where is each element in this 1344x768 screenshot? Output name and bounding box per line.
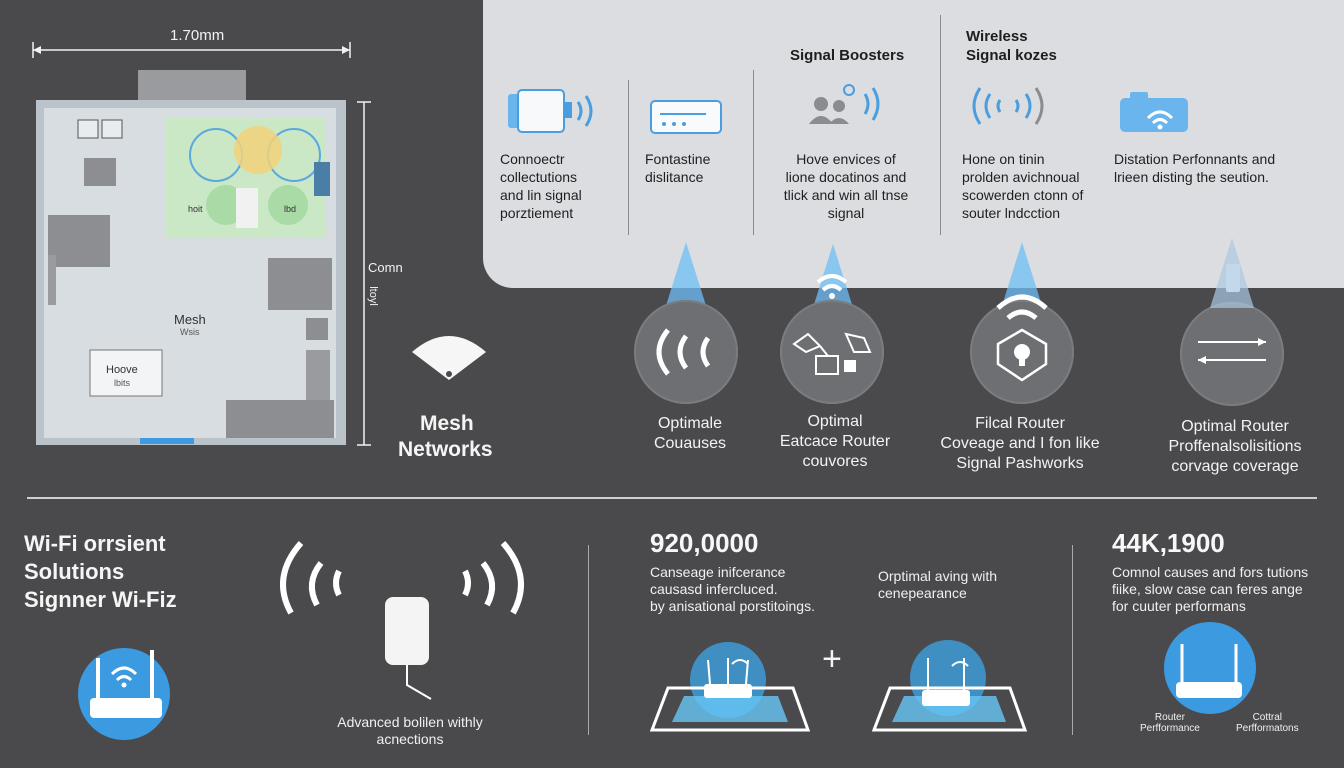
signal-boosters-heading: Signal Boosters xyxy=(790,47,905,64)
height-label: Comn xyxy=(368,260,403,275)
floorplan-mesh-label: Mesh xyxy=(174,312,206,327)
signal-beam xyxy=(1210,238,1254,308)
mesh-title-line2: Networks xyxy=(398,438,493,461)
column-divider xyxy=(753,70,754,235)
router-label-left: Router Perfformance xyxy=(1140,712,1200,734)
wireless-heading-line1: Wireless xyxy=(966,28,1028,45)
stat-2-text: Comnol causes and fors tutions fiike, sl… xyxy=(1112,564,1309,614)
height-sublabel: ltoyl xyxy=(366,286,379,306)
range-arrows-icon xyxy=(1198,264,1266,364)
wireless-heading-line2: Signal kozes xyxy=(966,47,1057,64)
router-label-right: Cottral Perfformatons xyxy=(1236,712,1299,734)
section-divider xyxy=(27,497,1317,499)
room-right-label: lbd xyxy=(284,204,297,214)
column-1-text: Connoectr collectutions and lin signal p… xyxy=(500,151,582,221)
plus-sign: + xyxy=(822,640,842,678)
column-divider xyxy=(1072,545,1073,735)
column-2-text: Fontastine dislitance xyxy=(645,151,711,185)
mesh-title-line1: Mesh xyxy=(420,412,474,435)
circle-3-caption: Filcal Router Coveage and I fon like Sig… xyxy=(940,415,1100,472)
stat-1-number: 920,0000 xyxy=(650,528,759,558)
room-left-label: hoit xyxy=(188,204,203,214)
bottom-left-title: Wi-Fi orrsient Solutions Signner Wi-Fiz xyxy=(24,531,177,612)
column-divider xyxy=(628,80,629,235)
adapter-caption: Advanced bolilen withly acnections xyxy=(337,714,483,747)
circle-2-caption: Optimal Eatcace Router couvores xyxy=(779,413,891,470)
coverage-circle-3 xyxy=(970,294,1074,404)
column-5-text: Distation Perfonnants and lrieen disting… xyxy=(1114,151,1276,185)
coverage-circle-4 xyxy=(1180,264,1284,406)
coverage-circle-1 xyxy=(634,300,738,404)
column-divider xyxy=(588,545,589,735)
circle-1-caption: Optimale Couauses xyxy=(653,415,727,452)
stat-1-text: Canseage inifcerance causasd infercluced… xyxy=(650,564,815,614)
floorplan-box-line2: lbits xyxy=(114,378,131,388)
router-shield-icon xyxy=(996,294,1048,382)
circle-4-caption: Optimal Router Proffenalsolisitions corv… xyxy=(1168,418,1302,475)
stat-mid-text: Orptimal aving with cenepearance xyxy=(878,568,998,601)
coverage-circle-2 xyxy=(780,274,884,404)
floorplan-mesh-sub: Wsis xyxy=(180,327,200,337)
width-label: 1.70mm xyxy=(170,27,225,44)
top-info-panel xyxy=(483,0,1344,288)
stat-2-number: 44K,1900 xyxy=(1112,528,1225,558)
floorplan-box-line1: Hoove xyxy=(106,364,138,376)
column-3-text: Hove envices of lione docatinos and tlic… xyxy=(783,151,909,221)
network-devices-icon xyxy=(792,274,872,375)
column-4-text: Hone on tinin prolden avichnoual scowerd… xyxy=(962,151,1084,221)
column-divider xyxy=(940,15,941,235)
signal-arcs-icon xyxy=(656,328,711,376)
